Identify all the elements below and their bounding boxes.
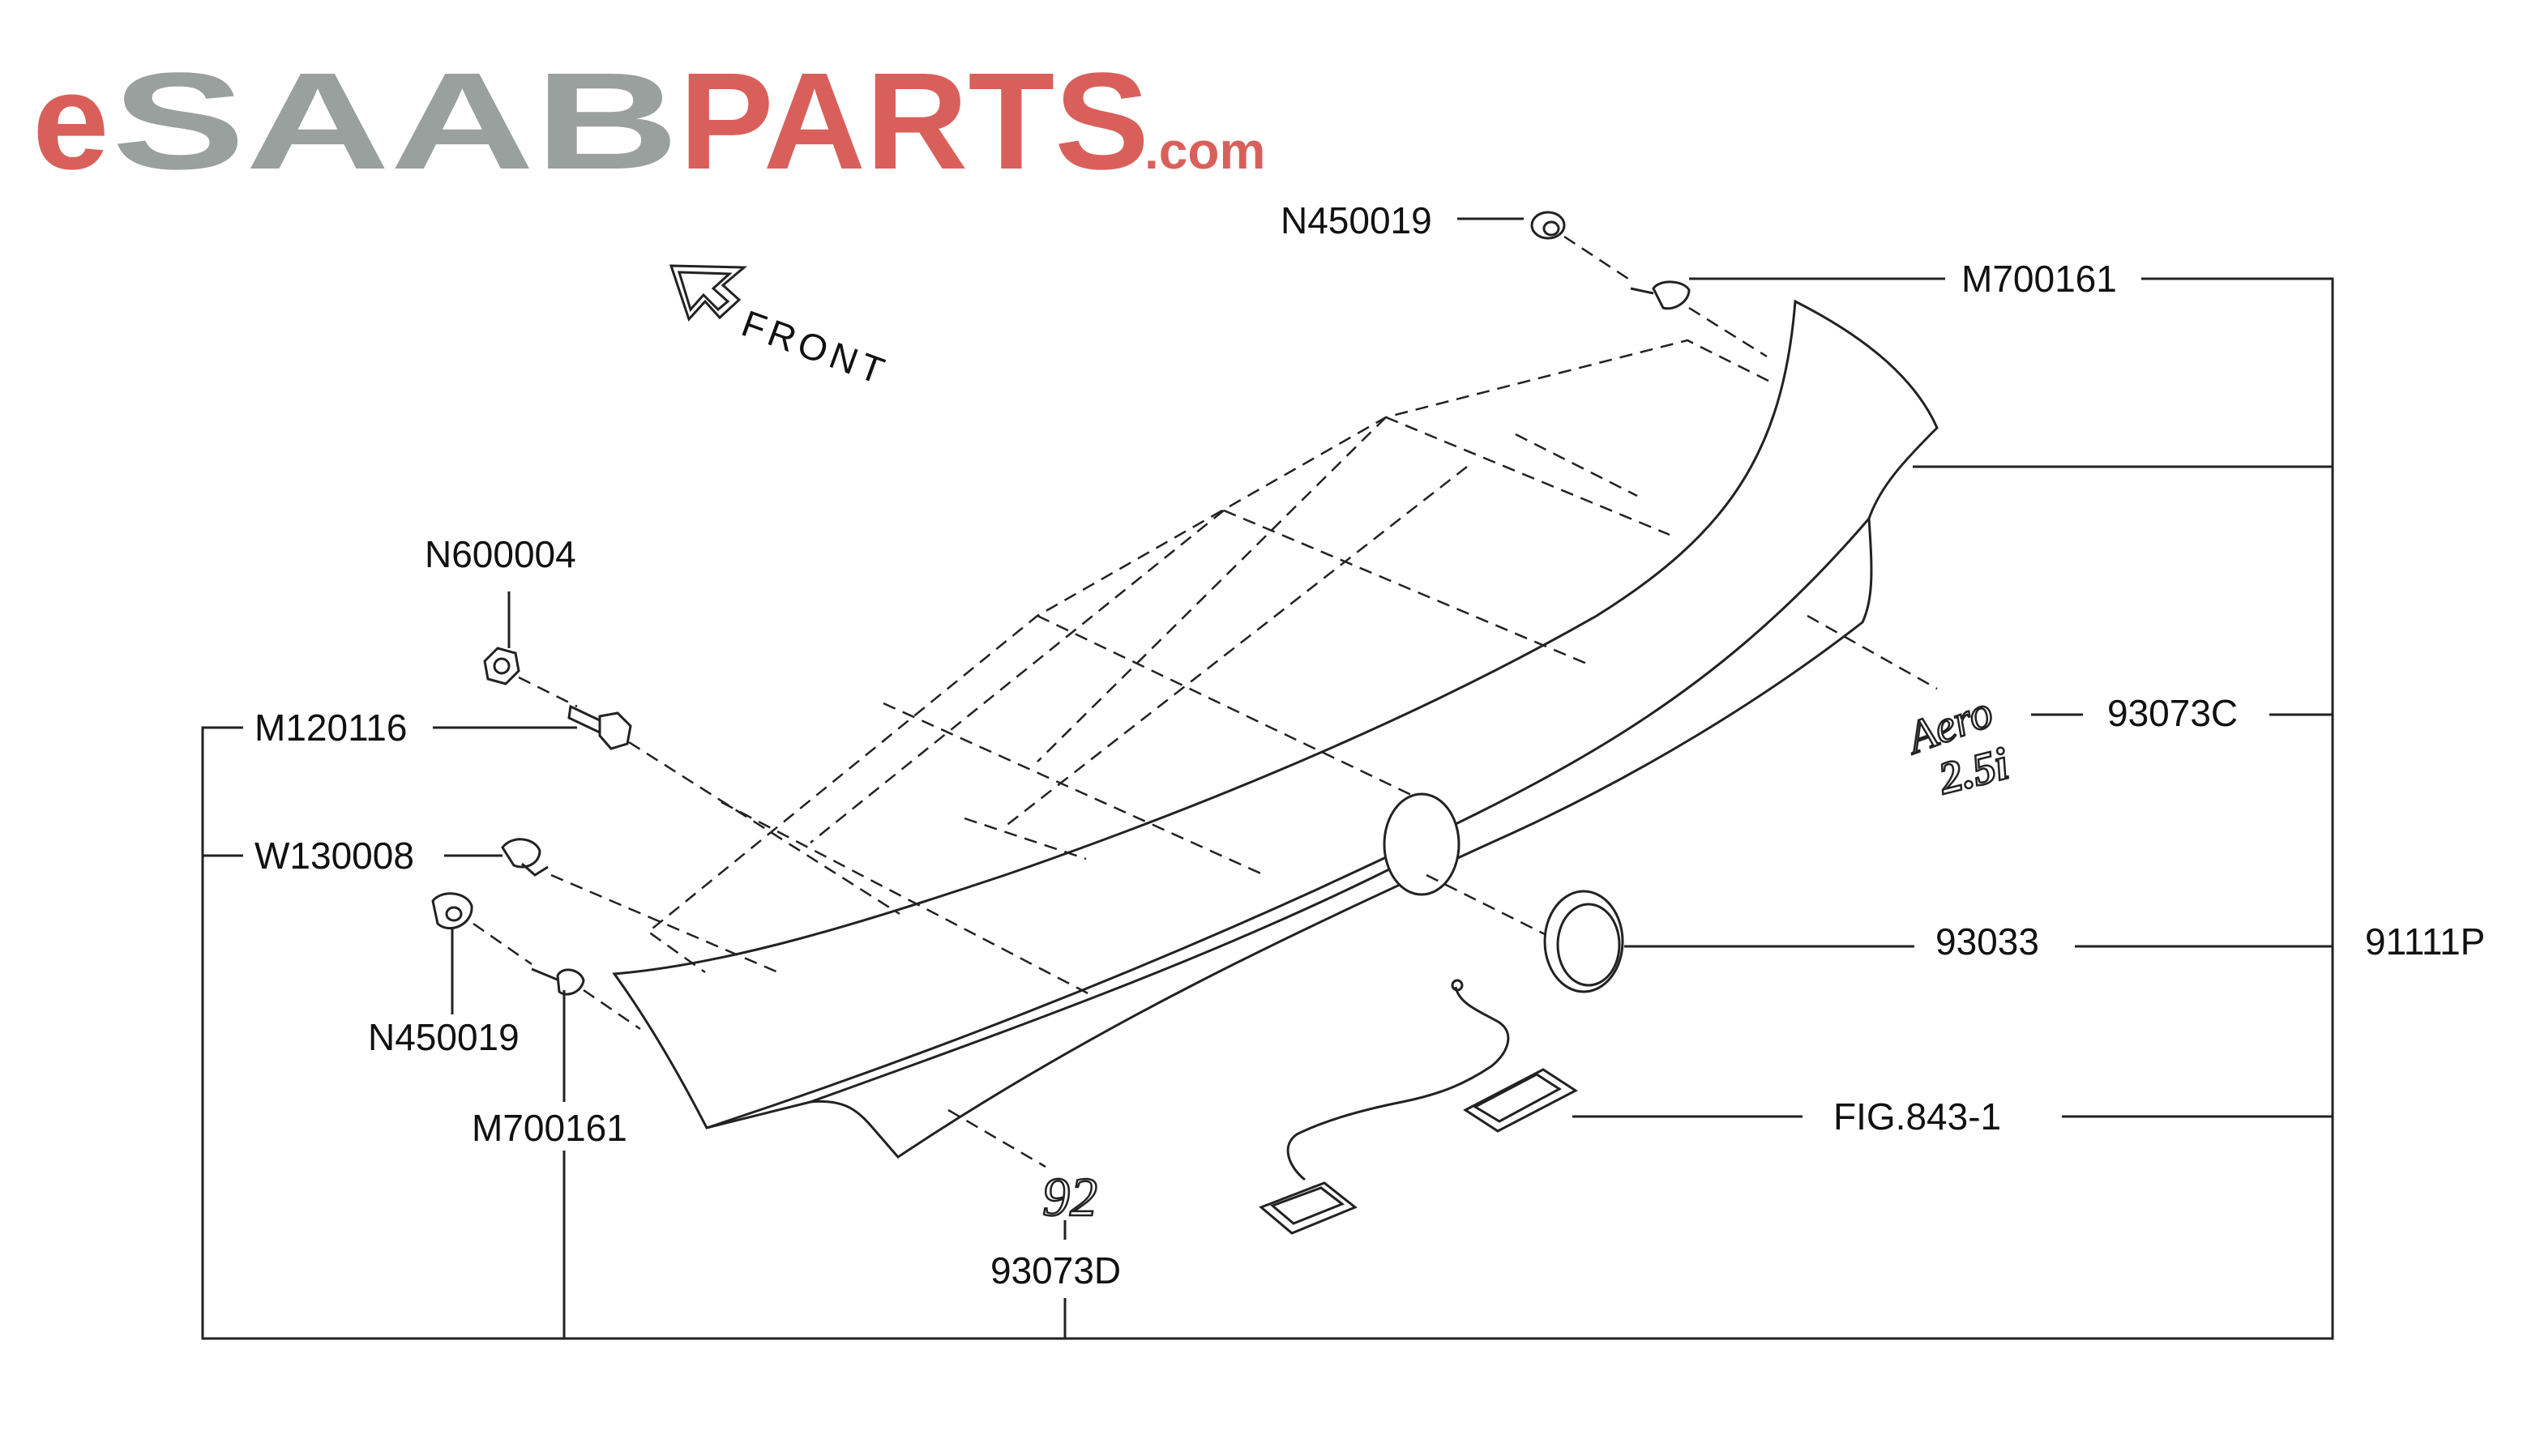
logo-prefix: e <box>32 45 109 199</box>
logo-parts: PARTS <box>679 45 1149 199</box>
esaabparts-logo[interactable]: e SAAB PARTS .com <box>32 45 1265 199</box>
label-fig-843-1[interactable]: FIG.843-1 <box>1833 1095 2001 1138</box>
logo-suffix: .com <box>1144 122 1265 180</box>
front-label: FRONT <box>737 302 895 394</box>
label-93073d[interactable]: 93073D <box>990 1249 1121 1292</box>
label-93073c[interactable]: 93073C <box>2107 692 2238 734</box>
clip-w130008-icon <box>501 838 549 877</box>
label-m700161-top[interactable]: M700161 <box>1961 258 2117 300</box>
label-n450019-left[interactable]: N450019 <box>368 1016 520 1058</box>
model-badge-text: 92 <box>1042 1166 1097 1228</box>
label-w130008[interactable]: W130008 <box>254 835 414 877</box>
leader-lines <box>201 217 2334 1340</box>
aero-badge-icon: Aero 2.5i <box>1897 685 2015 805</box>
nut-left-icon <box>431 892 473 929</box>
front-arrow-icon <box>669 264 747 322</box>
label-n450019-top[interactable]: N450019 <box>1281 199 1432 241</box>
label-n600004[interactable]: N600004 <box>425 533 576 575</box>
screw-left-icon <box>531 967 585 996</box>
label-93033[interactable]: 93033 <box>1935 920 2039 963</box>
label-m700161-left[interactable]: M700161 <box>472 1107 627 1149</box>
license-lamp-assembly-icon <box>1259 979 1578 1235</box>
emblem-93033-icon <box>1543 890 1624 993</box>
lid-emblem-recess <box>1383 792 1460 896</box>
nut-top-icon <box>1530 211 1566 240</box>
screw-top-icon <box>1630 280 1691 310</box>
nut-n600004-icon <box>483 647 520 685</box>
bolt-m120116-icon <box>567 704 632 750</box>
logo-saab: SAAB <box>112 45 679 199</box>
inner-panel-outline <box>646 339 1769 998</box>
label-91111p[interactable]: 91111P <box>2365 920 2485 963</box>
trunk-lid-illustration <box>612 299 1939 1159</box>
label-m120116[interactable]: M120116 <box>254 707 407 749</box>
